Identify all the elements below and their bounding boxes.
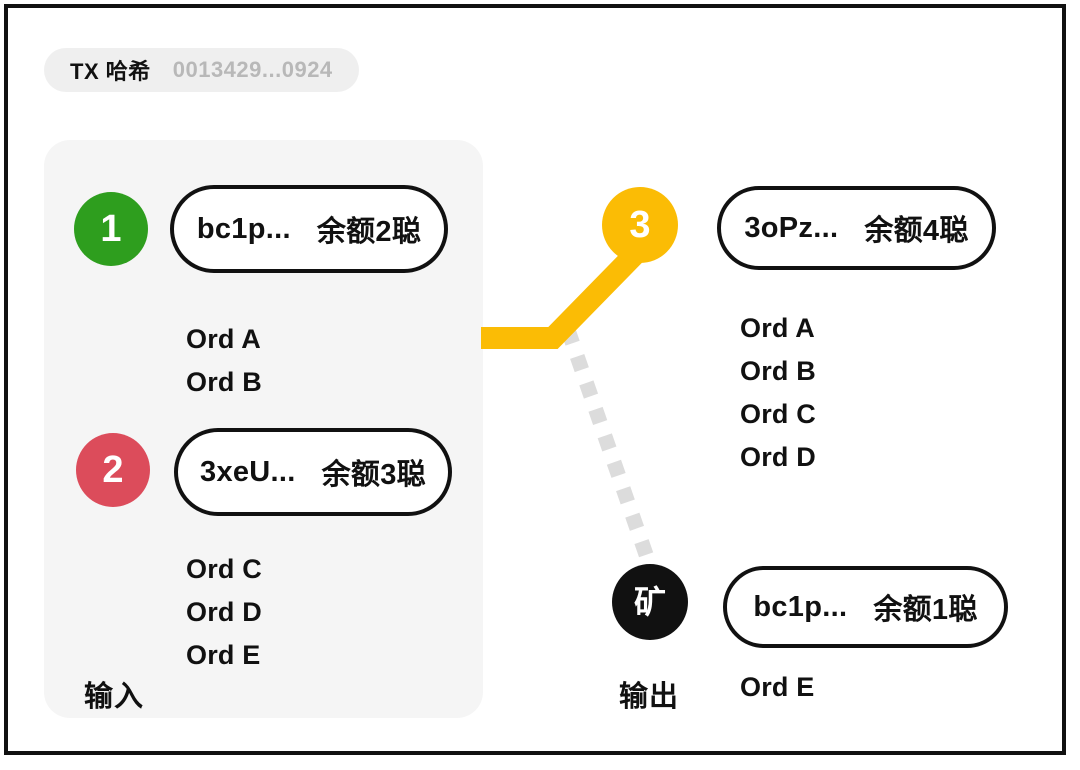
output-section-caption: 输出: [619, 681, 680, 713]
input-ordinals-2: Ord C Ord D Ord E: [186, 548, 262, 677]
output-ordinals-1: Ord A Ord B Ord C Ord D: [740, 307, 816, 479]
input-ordinals-1: Ord A Ord B: [186, 318, 262, 404]
list-item: Ord C: [740, 399, 817, 429]
input-badge-2-label: 2: [102, 449, 124, 491]
list-item: Ord D: [186, 597, 263, 627]
list-item: Ord A: [740, 313, 815, 343]
list-item: Ord E: [186, 640, 261, 670]
tx-hash-pill[interactable]: TX 哈希 0013429...0924: [44, 48, 359, 92]
tx-hash-value: 0013429...0924: [172, 57, 333, 82]
input-badge-2[interactable]: 2: [76, 433, 150, 507]
output-address-2: bc1p...: [753, 590, 848, 623]
input-address-capsule-1[interactable]: bc1p... 余额2聪: [170, 185, 448, 273]
input-address-1: bc1p...: [196, 212, 291, 245]
output-badge-3[interactable]: 3: [602, 187, 678, 263]
output-badge-miner-label: 矿: [633, 584, 666, 620]
input-section-caption: 输入: [84, 681, 145, 713]
list-item: Ord D: [740, 442, 817, 472]
output-address-1: 3oPz...: [744, 211, 839, 244]
input-amount-2: 余额3聪: [321, 459, 426, 491]
list-item: Ord B: [186, 367, 263, 397]
output-badge-miner[interactable]: 矿: [612, 564, 688, 640]
list-item: Ord C: [186, 554, 263, 584]
input-address-2: 3xeU...: [200, 455, 296, 488]
list-item: Ord A: [186, 324, 261, 354]
output-badge-3-label: 3: [629, 204, 651, 246]
tx-hash-label: TX 哈希: [70, 59, 151, 84]
list-item: Ord B: [740, 356, 817, 386]
output-address-capsule-1[interactable]: 3oPz... 余额4聪: [717, 186, 996, 270]
list-item: Ord E: [740, 672, 815, 702]
output-ordinals-2: Ord E: [740, 666, 815, 709]
input-address-capsule-2[interactable]: 3xeU... 余额3聪: [174, 428, 452, 516]
input-badge-1[interactable]: 1: [74, 192, 148, 266]
output-amount-1: 余额4聪: [864, 215, 969, 247]
output-amount-2: 余额1聪: [873, 594, 978, 626]
output-address-capsule-2[interactable]: bc1p... 余额1聪: [723, 566, 1008, 648]
input-amount-1: 余额2聪: [316, 216, 422, 248]
input-badge-1-label: 1: [100, 208, 122, 250]
